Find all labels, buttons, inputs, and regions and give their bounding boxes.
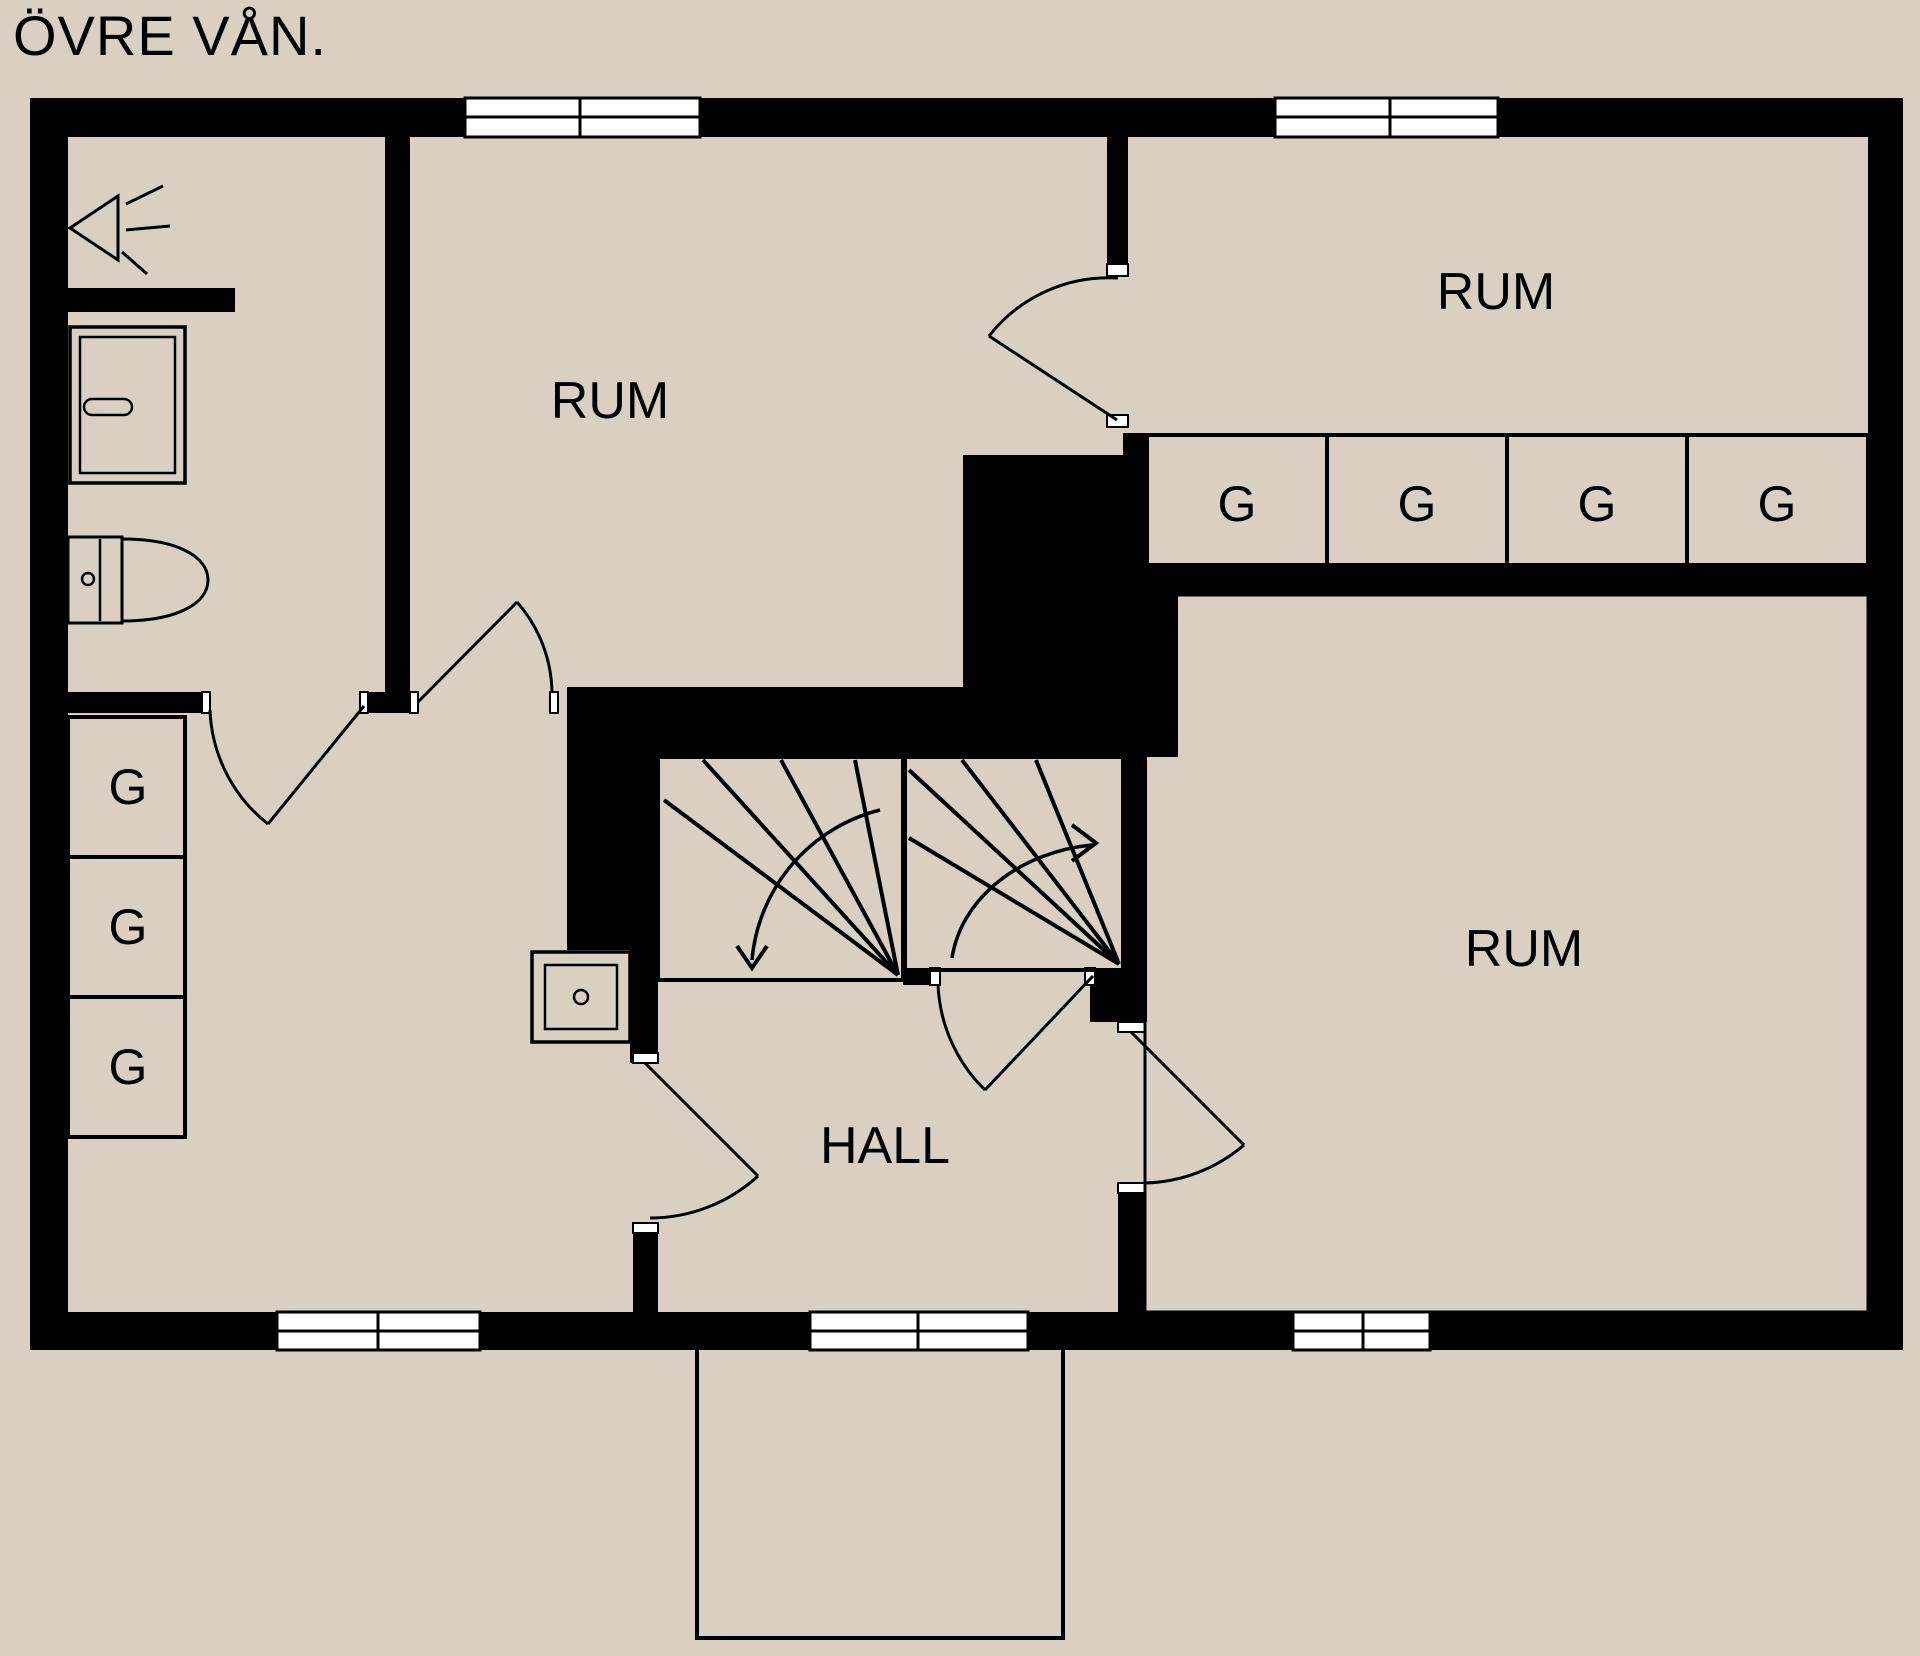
closet-row-top xyxy=(1145,433,1870,567)
wall-below-closet-row xyxy=(1140,565,1868,595)
closet-label: G xyxy=(109,759,148,815)
wall-hall-west-upper xyxy=(630,950,658,1063)
hall-label: HALL xyxy=(820,1117,950,1175)
wall-core-band xyxy=(567,687,1123,757)
door-bathroom xyxy=(208,705,366,826)
room-bottom-right-outline xyxy=(1143,593,1870,1314)
stairs xyxy=(656,755,1125,982)
balcony-outline xyxy=(695,1350,1065,1640)
window-bottom-right xyxy=(1291,1310,1432,1352)
plan-title: ÖVRE VÅN. xyxy=(13,4,327,67)
wall-bathroom-south-mid xyxy=(368,692,410,713)
wall-stair-landing-corner xyxy=(1090,970,1147,1022)
sink-symbol xyxy=(530,950,632,1044)
shower-symbol xyxy=(68,325,187,485)
stairs-up-arrow xyxy=(1070,823,1100,863)
door-stairs-to-hall xyxy=(936,974,1095,1092)
wall-bathroom-east xyxy=(385,137,410,692)
room-bottom-right-label: RUM xyxy=(1465,920,1583,978)
window-top-left xyxy=(463,96,702,139)
closet-label: G xyxy=(109,899,148,955)
wall-core-left-column xyxy=(567,687,658,950)
room-top-left-label: RUM xyxy=(551,372,669,430)
door-room-top-right xyxy=(987,276,1119,422)
closet-label: G xyxy=(1578,476,1617,532)
closet-cell xyxy=(1685,433,1870,567)
stairs-left-flight xyxy=(656,755,905,982)
wall-stair-landing-left xyxy=(903,968,930,985)
door-hall-to-room-bottom-right xyxy=(1129,1030,1246,1185)
closet-label: G xyxy=(109,1039,148,1095)
door-room-top-left xyxy=(416,600,554,704)
labels: RUM RUM RUM HALL G G G G G G G xyxy=(109,263,1797,1175)
wall-outer-left xyxy=(30,98,68,1350)
room-top-right-label: RUM xyxy=(1437,263,1555,321)
wall-outer-right xyxy=(1868,98,1903,1350)
doors xyxy=(208,276,1246,1220)
wall-room-top-right-west xyxy=(1107,137,1128,264)
wall-outer-top xyxy=(30,98,1903,137)
closet-label: G xyxy=(1758,476,1797,532)
wall-stair-east-thick xyxy=(1147,590,1178,757)
windows xyxy=(275,96,1500,1352)
wall-room-bottom-right-west xyxy=(1118,1193,1145,1312)
closet-label: G xyxy=(1398,476,1437,532)
fixtures xyxy=(66,184,632,1044)
walls xyxy=(30,98,1903,1350)
room-outlines xyxy=(695,593,1870,1640)
wall-stair-east xyxy=(1123,433,1147,970)
window-bottom-hall xyxy=(808,1310,1030,1352)
wall-bathroom-south xyxy=(68,692,202,713)
stairs-right-flight xyxy=(903,755,1125,972)
window-bottom-left xyxy=(275,1310,482,1352)
wall-core-upper xyxy=(963,455,1123,692)
toilet-symbol xyxy=(66,535,210,625)
stairs-down-arrow xyxy=(735,944,769,972)
closet-column-left xyxy=(66,715,187,1139)
window-top-right xyxy=(1273,96,1500,139)
closet-cell xyxy=(66,995,187,1139)
fan-symbol xyxy=(67,184,171,276)
wall-hall-west-lower xyxy=(633,1233,658,1312)
closet-label: G xyxy=(1218,476,1257,532)
door-left-room-to-hall xyxy=(643,1061,760,1220)
wall-bathroom-shelf xyxy=(68,288,235,312)
door-jambs xyxy=(201,263,1146,1234)
